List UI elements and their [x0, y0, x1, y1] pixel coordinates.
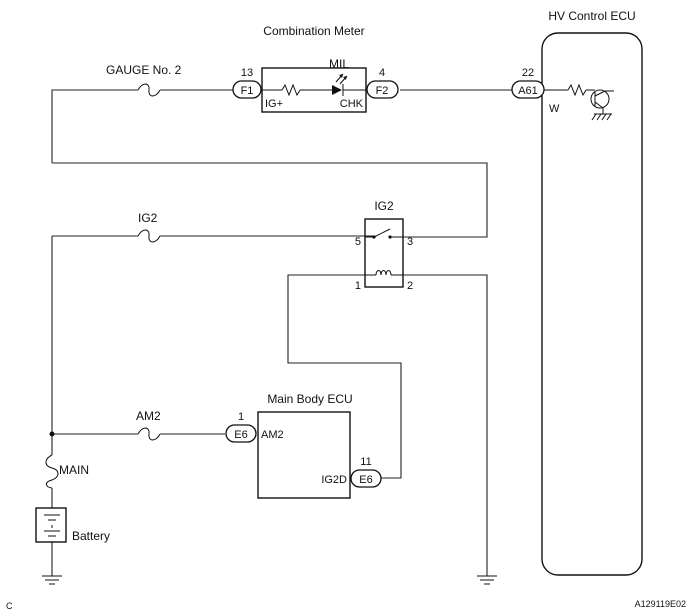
- main-body-ecu-box: [257, 411, 351, 499]
- main-fusible-link-icon: [45, 454, 59, 489]
- body-ecu-term-ig2d: IG2D: [321, 474, 347, 486]
- corner-letter: C: [6, 601, 13, 611]
- gauge-fuse-icon: [137, 83, 161, 97]
- hv-ecu-pin: 22: [522, 67, 534, 79]
- ig2-fuse-icon: [137, 229, 161, 243]
- relay-pin3: 3: [407, 236, 413, 248]
- body-ecu-term-am2: AM2: [261, 429, 284, 441]
- relay-ground-icon: [477, 575, 497, 585]
- hv-ecu-wire-color: W: [549, 103, 560, 115]
- meter-led-label: MIL: [329, 57, 349, 71]
- am2-fuse-label: AM2: [136, 409, 161, 423]
- relay-pin2: 2: [407, 280, 413, 292]
- main-body-ecu-title: Main Body ECU: [267, 392, 352, 406]
- junction-dot: [49, 431, 55, 437]
- relay-coil-icon: [365, 270, 403, 276]
- battery-label: Battery: [72, 529, 110, 543]
- hv-control-ecu-box: [541, 32, 643, 576]
- connector-e6-ig2d: [350, 469, 382, 488]
- wires: [51, 89, 512, 576]
- hv-control-ecu-title: HV Control ECU: [548, 9, 635, 23]
- hv-resistor-icon: [567, 83, 587, 97]
- connector-e6-am2: [225, 424, 257, 443]
- connector-f2: [366, 80, 399, 99]
- relay-pin5: 5: [355, 236, 361, 248]
- body-ecu-pin-ig2d: 11: [360, 456, 371, 468]
- ig2-relay-box: [364, 218, 404, 288]
- hv-ecu-conn: A61: [518, 85, 538, 97]
- meter-pin-out: 4: [379, 67, 385, 79]
- relay-switch-icon: [365, 228, 403, 239]
- meter-conn-out: F2: [376, 85, 389, 97]
- meter-resistor-icon: [281, 83, 301, 97]
- gauge-fuse-label: GAUGE No. 2: [106, 63, 182, 77]
- mil-led-icon: [332, 85, 342, 95]
- ig2-fuse-label: IG2: [138, 211, 158, 225]
- hv-ecu-internal-circuit: [542, 83, 614, 121]
- meter-term-in: IG+: [265, 98, 283, 110]
- meter-pin-in: 13: [241, 67, 253, 79]
- body-ecu-pin-am2: 1: [238, 411, 244, 423]
- ig2-relay-label: IG2: [374, 199, 394, 213]
- body-ecu-conn-ig2d: E6: [359, 474, 372, 486]
- battery-box: [35, 507, 67, 543]
- meter-internal-circuit: [262, 73, 366, 97]
- meter-term-out: CHK: [340, 98, 364, 110]
- figure-code: A129119E02: [635, 599, 686, 609]
- main-fuse-label: MAIN: [59, 463, 89, 477]
- combination-meter-title: Combination Meter: [263, 24, 364, 38]
- relay-pin1: 1: [355, 280, 361, 292]
- body-ecu-conn-am2: E6: [234, 429, 247, 441]
- battery-cells-icon: [44, 514, 60, 537]
- transistor-icon: [590, 89, 610, 109]
- connector-a61: [511, 80, 545, 99]
- am2-fuse-icon: [137, 427, 161, 441]
- battery-ground-icon: [42, 575, 62, 585]
- meter-conn-in: F1: [241, 85, 254, 97]
- connector-f1: [232, 80, 262, 99]
